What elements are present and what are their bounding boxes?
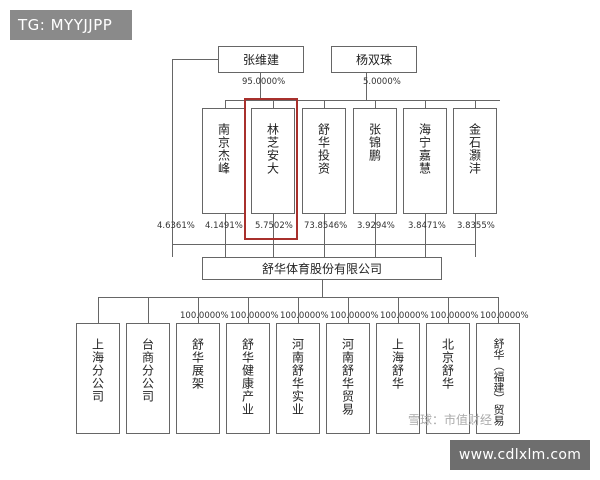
shareholder-name: 金石灏沣 <box>467 123 482 175</box>
subsidiary-box: 北京舒华 <box>426 323 470 434</box>
connector <box>448 297 449 323</box>
shareholder-pct: 4.1491% <box>205 221 243 231</box>
shareholder-name: 张锦鹏 <box>367 123 382 162</box>
holder-name: 张维建 <box>242 53 279 67</box>
subsidiary-box: 河南舒华实业 <box>276 323 320 434</box>
shareholder-box: 林芝安大 <box>251 108 295 214</box>
connector <box>148 297 149 323</box>
shareholder-pct: 5.7502% <box>255 221 293 231</box>
subsidiary-name: 北京舒华 <box>440 338 455 390</box>
subsidiary-name: 舒华健康产业 <box>240 338 255 416</box>
connector <box>324 100 325 108</box>
subsidiary-pct: 100.0000% <box>480 311 529 321</box>
connector <box>366 73 367 101</box>
subsidiary-pct: 100.0000% <box>330 311 379 321</box>
shareholder-box: 海宁嘉慧 <box>403 108 447 214</box>
connector <box>475 214 476 257</box>
connector <box>248 297 249 323</box>
subsidiary-box: 舒华展架 <box>176 323 220 434</box>
shareholder-box: 南京杰峰 <box>202 108 246 214</box>
connector <box>425 100 426 108</box>
connector <box>475 100 476 108</box>
subsidiary-pct: 100.0000% <box>280 311 329 321</box>
subsidiary-name: 河南舒华实业 <box>290 338 305 416</box>
subsidiary-box: 上海舒华 <box>376 323 420 434</box>
holder-box-zhang: 张维建 <box>218 46 304 73</box>
shareholder-pct: 73.8546% <box>304 221 348 231</box>
connector <box>172 59 173 257</box>
connector <box>498 297 499 323</box>
connector <box>273 100 274 108</box>
connector <box>225 214 226 257</box>
subsidiary-pct: 100.0000% <box>230 311 279 321</box>
subsidiary-box: 上海分公司 <box>76 323 120 434</box>
holder-pct: 5.0000% <box>363 77 401 87</box>
shareholder-box: 金石灏沣 <box>453 108 497 214</box>
watermark-url: www.cdlxlm.com <box>450 440 590 470</box>
shareholder-pct: 3.9294% <box>357 221 395 231</box>
holder-pct: 95.0000% <box>242 77 286 87</box>
shareholder-name: 海宁嘉慧 <box>417 123 432 175</box>
watermark-center: 雪球：市值财经 <box>408 413 493 427</box>
shareholder-pct: 3.8471% <box>408 221 446 231</box>
subsidiary-name: 舒华（福建）贸易 <box>492 338 505 426</box>
connector <box>398 297 399 323</box>
connector <box>172 59 218 60</box>
subsidiary-pct: 100.0000% <box>180 311 229 321</box>
connector <box>198 297 199 323</box>
subsidiary-name: 舒华展架 <box>190 338 205 390</box>
company-box: 舒华体育股份有限公司 <box>202 257 442 280</box>
connector <box>348 297 349 323</box>
subsidiary-name: 台商分公司 <box>140 338 155 403</box>
connector <box>225 100 500 101</box>
subsidiary-name: 上海舒华 <box>390 338 405 390</box>
subsidiary-name: 河南舒华贸易 <box>340 338 355 416</box>
shareholder-box: 张锦鹏 <box>353 108 397 214</box>
connector <box>425 214 426 257</box>
watermark-tag: TG: MYYJJPP <box>10 10 132 40</box>
subsidiary-box: 舒华（福建）贸易 <box>476 323 520 434</box>
subsidiary-box: 台商分公司 <box>126 323 170 434</box>
holder-name: 杨双珠 <box>355 53 392 67</box>
shareholder-pct: 3.8355% <box>457 221 495 231</box>
connector <box>98 297 99 323</box>
company-name: 舒华体育股份有限公司 <box>261 262 382 276</box>
connector <box>322 280 323 297</box>
shareholder-name: 舒华投资 <box>316 123 331 175</box>
connector <box>172 244 476 245</box>
shareholder-box: 舒华投资 <box>302 108 346 214</box>
shareholder-name: 林芝安大 <box>265 123 280 175</box>
direct-pct: 4.6361% <box>157 221 195 231</box>
subsidiary-name: 上海分公司 <box>90 338 105 403</box>
subsidiary-box: 舒华健康产业 <box>226 323 270 434</box>
connector <box>298 297 299 323</box>
connector <box>260 73 261 101</box>
shareholder-name: 南京杰峰 <box>216 123 231 175</box>
holder-box-yang: 杨双珠 <box>331 46 417 73</box>
subsidiary-box: 河南舒华贸易 <box>326 323 370 434</box>
connector <box>375 100 376 108</box>
subsidiary-pct: 100.0000% <box>430 311 479 321</box>
highlight-frame <box>244 98 298 240</box>
connector <box>225 100 226 108</box>
connector <box>324 214 325 257</box>
subsidiary-pct: 100.0000% <box>380 311 429 321</box>
connector <box>375 214 376 257</box>
connector <box>273 214 274 257</box>
